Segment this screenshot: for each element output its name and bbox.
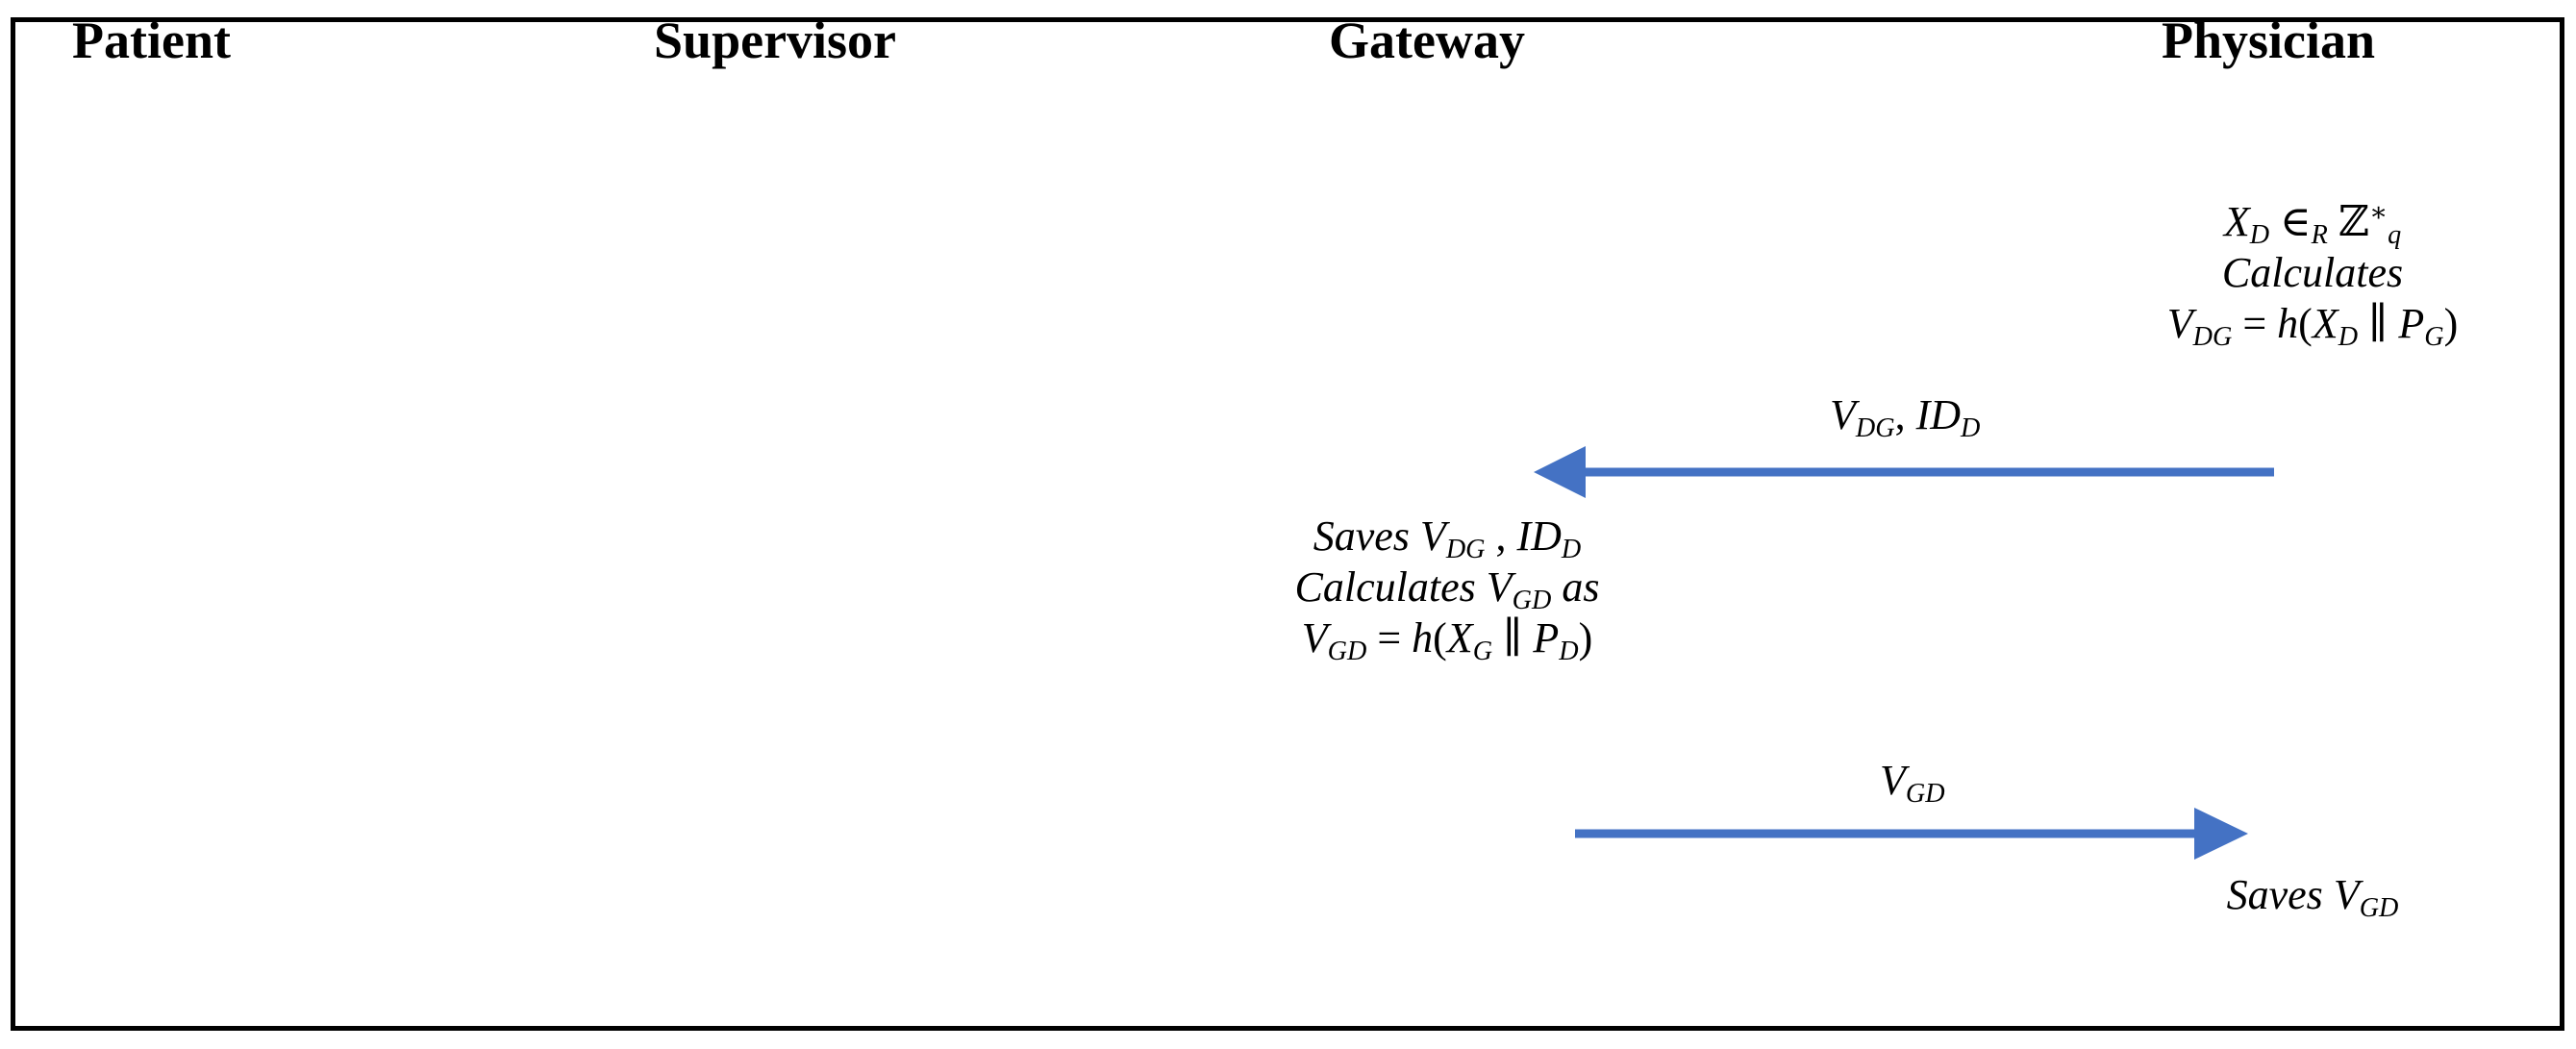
note-line-calculates-vgd-as: Calculates VGD as [1294,562,1600,616]
diagram-frame [11,17,2564,1031]
note-physician-saves: Saves VGD [2087,870,2538,924]
arrow-left-glyph [1534,446,2274,498]
message-arrow-gateway-to-physician [1575,808,2248,860]
note-line-vgd-formula: VGD = h(XG ∥ PD) [1301,613,1593,667]
lane-heading-physician: Physician [2162,12,2376,69]
message-arrow-physician-to-gateway [1534,446,2274,498]
note-line-saves-vdg-idd: Saves VDG , IDD [1313,512,1582,565]
note-physician-compute: XD ∈R ℤ∗q Calculates VDG = h(XD ∥ PG) [2087,197,2538,353]
message-label-vgd: VGD [1880,757,1945,810]
lane-heading-gateway: Gateway [1329,12,1525,69]
lane-heading-patient: Patient [72,12,231,69]
note-line-xd-in-zq: XD ∈R ℤ∗q [2223,197,2402,251]
lane-heading-supervisor: Supervisor [654,12,897,69]
note-line-calculates: Calculates [2221,248,2404,296]
note-line-vdg-formula: VDG = h(XD ∥ PG) [2166,299,2459,353]
message-label-vdg-idd: VDG, IDD [1830,391,1981,444]
note-gateway-compute: Saves VDG , IDD Calculates VGD as VGD = … [1207,512,1688,667]
arrow-right-glyph [1575,808,2248,860]
note-line-saves-vgd: Saves VGD [2226,871,2399,924]
